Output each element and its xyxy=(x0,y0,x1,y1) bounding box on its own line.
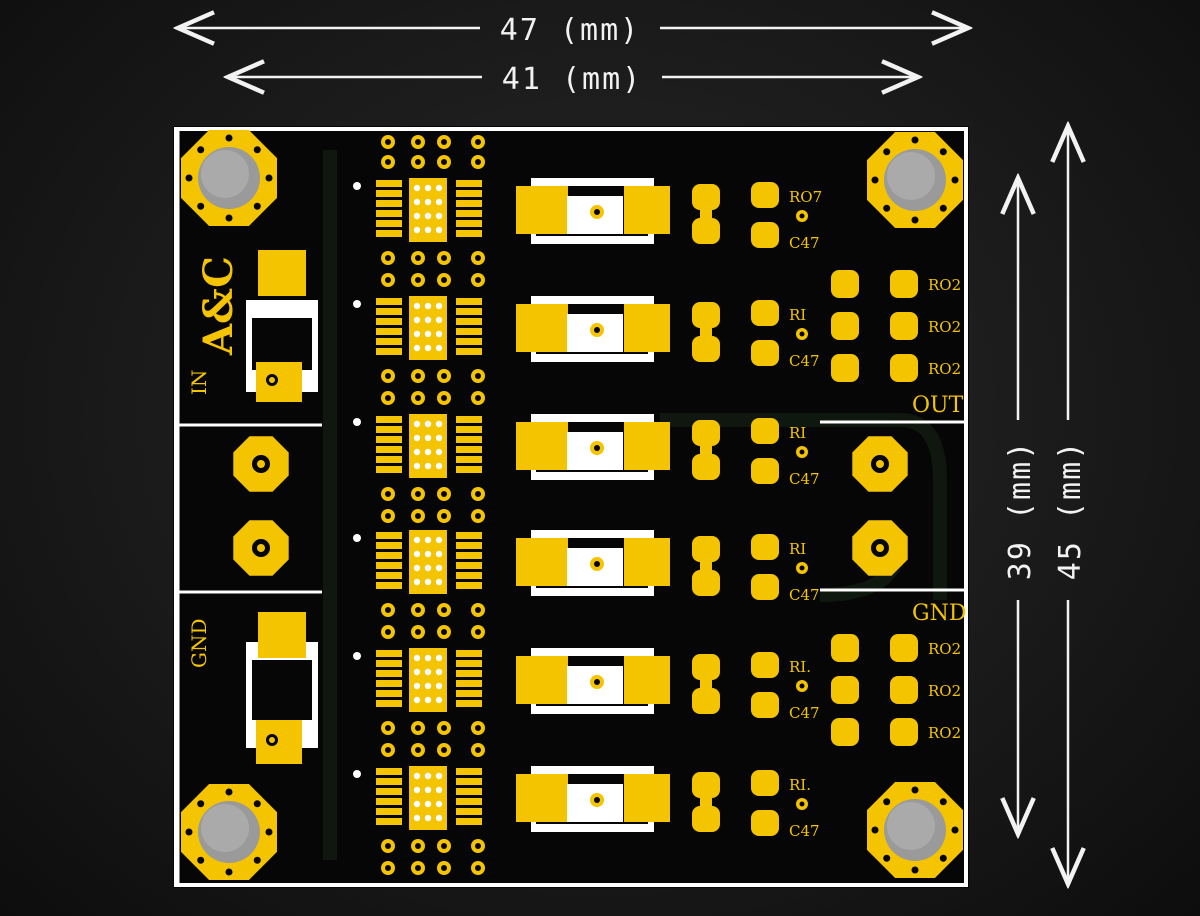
right-resistor-label: RO2 xyxy=(928,360,961,378)
channel-4-capacitor-label: C47 xyxy=(789,586,820,604)
mounting-holes xyxy=(181,130,963,880)
left-pad-gnd xyxy=(233,520,289,576)
channel-1-resistor-label: RO7 xyxy=(789,188,822,206)
right-resistor-row-3: RO2 xyxy=(831,718,961,746)
mounting-hole-bottom-left xyxy=(181,784,277,880)
channel-1-capacitor-label: C47 xyxy=(789,234,820,252)
ground-connector xyxy=(246,612,318,764)
right-resistor-label: RO2 xyxy=(928,276,961,294)
left-power-pads xyxy=(233,436,289,576)
right-resistor-label: RO2 xyxy=(928,640,961,658)
ground-right-label: GND xyxy=(912,601,966,626)
right-resistor-row-2: RO2 xyxy=(831,312,961,340)
right-resistor-row-1: RO2 xyxy=(831,270,961,298)
dimension-width-outer: 47 (mm) xyxy=(178,13,968,48)
channel-2: RI C47 xyxy=(353,296,820,405)
input-label: IN xyxy=(187,370,211,395)
silkscreen-dividers xyxy=(176,130,964,884)
right-resistor-row-1: RO2 xyxy=(831,634,961,662)
background-traces xyxy=(323,150,947,860)
dimension-height-outer-label: 45 (mm) xyxy=(1053,440,1088,580)
channel-2-resistor-label: RI xyxy=(789,306,806,324)
ground-left-label: GND xyxy=(187,618,211,668)
dimension-height-inner: 39 (mm) xyxy=(1003,178,1038,834)
input-connector xyxy=(246,250,318,402)
channel-3-resistor-label: RI xyxy=(789,424,806,442)
channel-3-capacitor-label: C47 xyxy=(789,470,820,488)
channel-5-resistor-label: RI. xyxy=(789,658,811,676)
right-resistor-row-2: RO2 xyxy=(831,676,961,704)
right-resistor-row-3: RO2 xyxy=(831,354,961,382)
channel-6: RI. C47 xyxy=(353,766,820,875)
channel-6-capacitor-label: C47 xyxy=(789,822,820,840)
channel-2-capacitor-label: C47 xyxy=(789,352,820,370)
mounting-hole-top-right xyxy=(867,132,963,228)
board-outline xyxy=(174,127,968,887)
right-power-pads xyxy=(852,436,908,576)
right-pad-gnd xyxy=(852,520,908,576)
dimension-width-inner-label: 41 (mm) xyxy=(502,62,642,97)
channel-6-resistor-label: RI. xyxy=(789,776,811,794)
channel-4-resistor-label: RI xyxy=(789,540,806,558)
right-resistor-label: RO2 xyxy=(928,318,961,336)
dimension-width-inner: 41 (mm) xyxy=(228,62,918,97)
dimension-height-inner-label: 39 (mm) xyxy=(1003,440,1038,580)
mounting-hole-bottom-right xyxy=(867,782,963,878)
mounting-hole-top-left xyxy=(181,130,277,226)
left-pad-in xyxy=(233,436,289,492)
channel-5-capacitor-label: C47 xyxy=(789,704,820,722)
channel-3: RI C47 xyxy=(353,414,820,523)
dimension-width-outer-label: 47 (mm) xyxy=(500,13,640,48)
dimension-height-outer: 45 (mm) xyxy=(1053,126,1088,884)
output-label: OUT xyxy=(912,393,964,418)
channel-4: RI C47 xyxy=(353,530,820,639)
brand-label: A&C xyxy=(195,256,242,356)
right-resistor-label: RO2 xyxy=(928,724,961,742)
right-pad-out xyxy=(852,436,908,492)
channel-5: RI. C47 xyxy=(353,648,820,757)
right-resistor-label: RO2 xyxy=(928,682,961,700)
